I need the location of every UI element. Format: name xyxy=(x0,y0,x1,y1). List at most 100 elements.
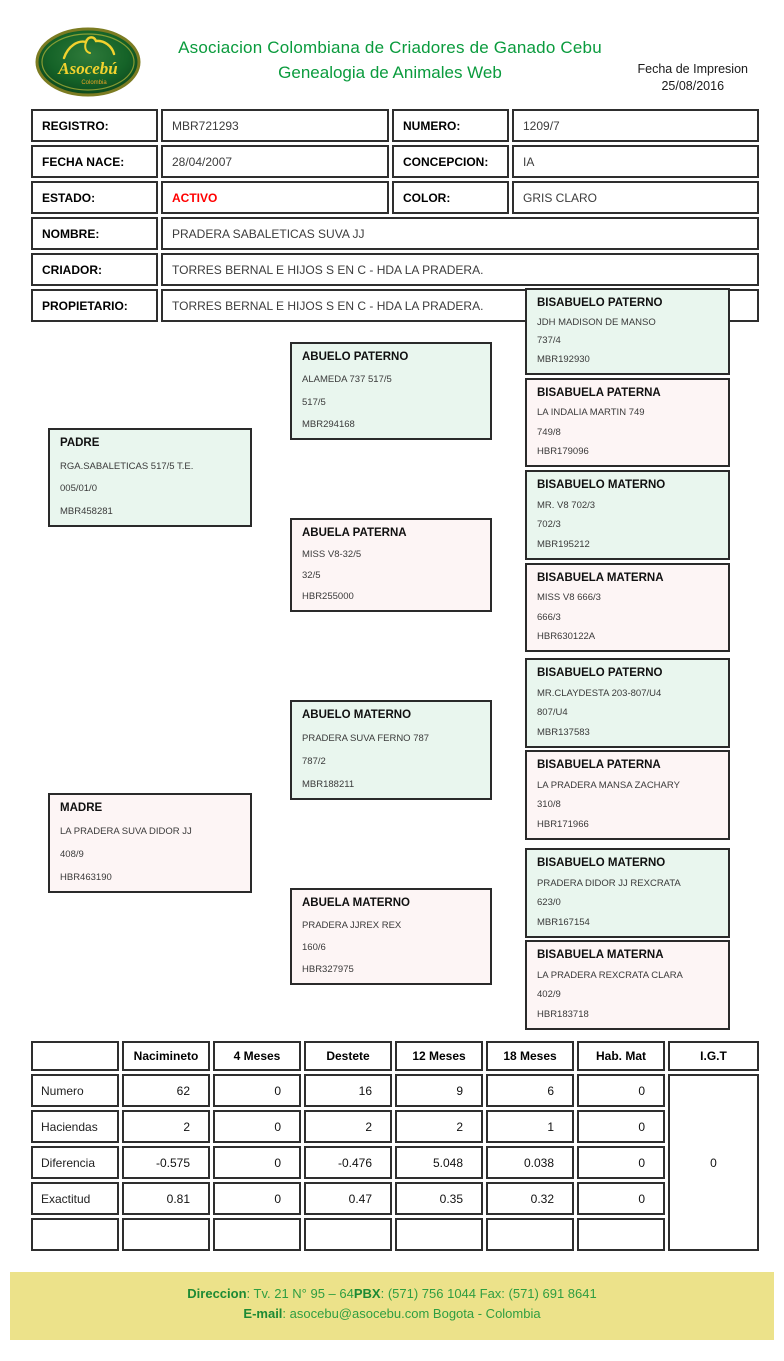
animal-number: 702/3 xyxy=(537,519,561,531)
col-header-habmat: Hab. Mat xyxy=(577,1041,665,1071)
animal-number: 737/4 xyxy=(537,335,561,347)
status-badge: ACTIVO xyxy=(161,181,389,214)
color-label: COLOR: xyxy=(392,181,509,214)
animal-name: LA INDALIA MARTIN 749 xyxy=(537,407,645,419)
concepcion-value: IA xyxy=(512,145,759,178)
row-label-haciendas: Haciendas xyxy=(31,1110,119,1143)
cell-value: 16 xyxy=(304,1074,392,1107)
pedigree-box-title: ABUELA MATERNO xyxy=(302,897,410,909)
numero-label: NUMERO: xyxy=(392,109,509,142)
igt-value: 0 xyxy=(668,1074,759,1251)
animal-registry: MBR167154 xyxy=(537,916,590,928)
print-date-block: Fecha de Impresion 25/08/2016 xyxy=(638,62,748,93)
col-header-destete: Destete xyxy=(304,1041,392,1071)
email-label: E-mail xyxy=(243,1306,283,1321)
row-label-diferencia: Diferencia xyxy=(31,1146,119,1179)
footer-address-line: Direccion: Tv. 21 N° 95 – 64PBX: (571) 7… xyxy=(10,1284,774,1304)
svg-text:Colombia: Colombia xyxy=(81,80,107,86)
table-row: Haciendas 2 0 2 2 1 0 xyxy=(31,1110,759,1143)
asocebu-logo: Asocebú Colombia xyxy=(34,26,142,98)
cell-value: 5.048 xyxy=(395,1146,483,1179)
color-value: GRIS CLARO xyxy=(512,181,759,214)
pedigree-box-title: BISABUELO PATERNO xyxy=(537,297,663,309)
table-header-row: Nacimineto 4 Meses Destete 12 Meses 18 M… xyxy=(31,1041,759,1071)
animal-registry: MBR192930 xyxy=(537,353,590,365)
pedigree-box-bisabuela-paterna-1: BISABUELA PATERNA LA INDALIA MARTIN 749 … xyxy=(525,378,730,467)
cell-value: 9 xyxy=(395,1074,483,1107)
cell-value: 0 xyxy=(213,1182,301,1215)
cell-value: 0 xyxy=(577,1074,665,1107)
nombre-label: NOMBRE: xyxy=(31,217,158,250)
table-row: Numero 62 0 16 9 6 0 0 xyxy=(31,1074,759,1251)
table-row: ESTADO: ACTIVO COLOR: GRIS CLARO xyxy=(31,181,759,214)
pedigree-box-abuelo-materno: ABUELO MATERNO PRADERA SUVA FERNO 787 78… xyxy=(290,700,492,800)
col-header-18meses: 18 Meses xyxy=(486,1041,574,1071)
page-title-line2: Genealogia de Animales Web xyxy=(278,63,502,82)
animal-info-table: REGISTRO: MBR721293 NUMERO: 1209/7 FECHA… xyxy=(28,106,762,325)
table-row: CRIADOR: TORRES BERNAL E HIJOS S EN C - … xyxy=(31,253,759,286)
animal-name: LA PRADERA SUVA DIDOR JJ xyxy=(60,826,192,837)
pedigree-box-madre: MADRE LA PRADERA SUVA DIDOR JJ 408/9 HBR… xyxy=(48,793,252,893)
registro-label: REGISTRO: xyxy=(31,109,158,142)
table-row xyxy=(31,1218,759,1251)
cell-value xyxy=(304,1218,392,1251)
registro-value: MBR721293 xyxy=(161,109,389,142)
page-title-line1: Asociacion Colombiana de Criadores de Ga… xyxy=(178,38,602,57)
pedigree-box-title: ABUELA PATERNA xyxy=(302,527,407,539)
cell-value: 62 xyxy=(122,1074,210,1107)
pedigree-box-bisabuela-materna-1: BISABUELA MATERNA MISS V8 666/3 666/3 HB… xyxy=(525,563,730,652)
cell-value: 0 xyxy=(213,1146,301,1179)
cell-value: 0.81 xyxy=(122,1182,210,1215)
cell-value: 0 xyxy=(577,1182,665,1215)
pbx-label: PBX xyxy=(353,1286,381,1301)
pedigree-box-title: ABUELO MATERNO xyxy=(302,709,412,721)
pedigree-box-bisabuela-paterna-2: BISABUELA PATERNA LA PRADERA MANSA ZACHA… xyxy=(525,750,730,840)
animal-name: MISS V8-32/5 xyxy=(302,549,362,560)
cell-value xyxy=(486,1218,574,1251)
estado-label: ESTADO: xyxy=(31,181,158,214)
pedigree-box-title: BISABUELA PATERNA xyxy=(537,387,661,399)
animal-number: 32/5 xyxy=(302,570,321,581)
pbx-text: : (571) 756 1044 Fax: (571) 691 8641 xyxy=(380,1286,597,1301)
table-row: NOMBRE: PRADERA SABALETICAS SUVA JJ xyxy=(31,217,759,250)
cell-value: 2 xyxy=(122,1110,210,1143)
animal-name: PRADERA JJREX REX xyxy=(302,920,402,931)
table-row: FECHA NACE: 28/04/2007 CONCEPCION: IA xyxy=(31,145,759,178)
cell-value: 0 xyxy=(577,1110,665,1143)
row-label-empty xyxy=(31,1218,119,1251)
row-label-numero: Numero xyxy=(31,1074,119,1107)
animal-number: 807/U4 xyxy=(537,707,568,719)
animal-registry: HBR255000 xyxy=(302,591,354,602)
table-row: Diferencia -0.575 0 -0.476 5.048 0.038 0 xyxy=(31,1146,759,1179)
cell-value: 0 xyxy=(213,1110,301,1143)
col-header-12meses: 12 Meses xyxy=(395,1041,483,1071)
cell-value: 0 xyxy=(577,1146,665,1179)
cell-value: 0.35 xyxy=(395,1182,483,1215)
cell-value: -0.575 xyxy=(122,1146,210,1179)
pedigree-box-title: BISABUELA MATERNA xyxy=(537,949,664,961)
pedigree-box-bisabuelo-paterno-2: BISABUELO PATERNO MR.CLAYDESTA 203-807/U… xyxy=(525,658,730,748)
print-date-value: 25/08/2016 xyxy=(661,79,725,93)
animal-registry: HBR183718 xyxy=(537,1008,589,1020)
animal-registry: MBR294168 xyxy=(302,418,355,430)
cell-value: 1 xyxy=(486,1110,574,1143)
pedigree-box-bisabuelo-materno-1: BISABUELO MATERNO MR. V8 702/3 702/3 MBR… xyxy=(525,470,730,560)
pedigree-box-abuela-materna: ABUELA MATERNO PRADERA JJREX REX 160/6 H… xyxy=(290,888,492,985)
print-date-label: Fecha de Impresion xyxy=(637,62,748,76)
animal-number: 623/0 xyxy=(537,897,561,909)
table-row: Exactitud 0.81 0 0.47 0.35 0.32 0 xyxy=(31,1182,759,1215)
animal-name: JDH MADISON DE MANSO xyxy=(537,316,656,328)
animal-registry: HBR630122A xyxy=(537,630,596,642)
direccion-text: : Tv. 21 N° 95 – 64 xyxy=(246,1286,354,1301)
animal-name: MR.CLAYDESTA 203-807/U4 xyxy=(537,687,662,699)
animal-number: 160/6 xyxy=(302,942,326,953)
animal-number: 787/2 xyxy=(302,756,326,767)
animal-registry: MBR458281 xyxy=(60,505,113,517)
pedigree-box-bisabuelo-materno-2: BISABUELO MATERNO PRADERA DIDOR JJ REXCR… xyxy=(525,848,730,938)
direccion-label: Direccion xyxy=(187,1286,247,1301)
concepcion-label: CONCEPCION: xyxy=(392,145,509,178)
pedigree-tree: PADRE RGA.SABALETICAS 517/5 T.E. 005/01/… xyxy=(30,285,754,1037)
animal-number: 666/3 xyxy=(537,611,561,623)
pedigree-box-title: BISABUELO MATERNO xyxy=(537,479,666,491)
pedigree-box-title: PADRE xyxy=(60,437,100,449)
